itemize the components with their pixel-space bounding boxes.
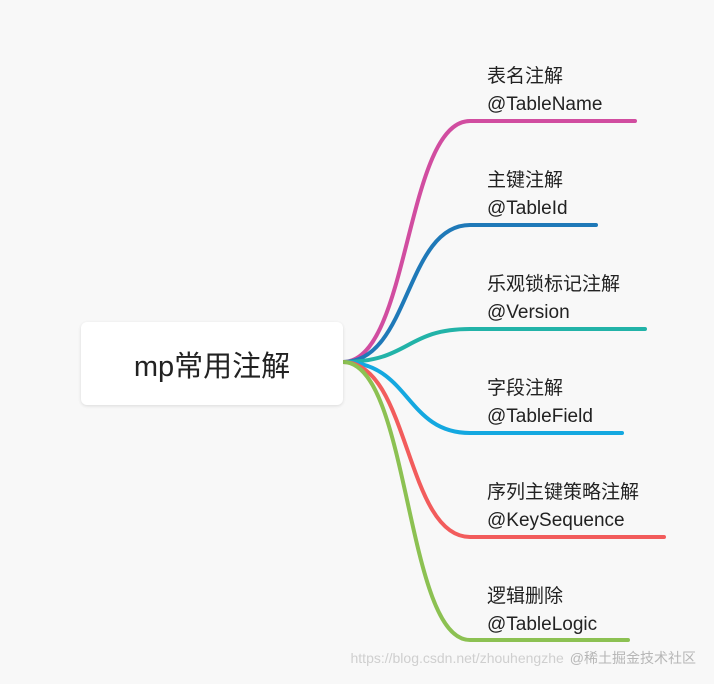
branch-tablename[interactable]: 表名注解 @TableName xyxy=(487,63,602,119)
branch-tablelogic[interactable]: 逻辑删除 @TableLogic xyxy=(487,583,597,639)
branch-annotation: @KeySequence xyxy=(487,510,625,531)
branch-version[interactable]: 乐观锁标记注解 @Version xyxy=(487,271,620,327)
edge-tablename xyxy=(341,119,637,364)
branch-title: 逻辑删除 xyxy=(487,586,564,607)
branch-title: 乐观锁标记注解 xyxy=(487,274,621,295)
branch-annotation: @TableField xyxy=(487,406,593,427)
branch-title: 表名注解 xyxy=(487,66,564,87)
edge-version xyxy=(341,327,647,364)
branch-keysequence[interactable]: 序列主键策略注解 @KeySequence xyxy=(487,479,639,535)
branch-title: 序列主键策略注解 xyxy=(487,482,640,503)
root-label: mp常用注解 xyxy=(133,350,291,383)
branch-tablefield[interactable]: 字段注解 @TableField xyxy=(487,375,593,431)
edge-tablelogic xyxy=(341,360,630,642)
root-node[interactable]: mp常用注解 xyxy=(81,322,343,405)
edge-tablefield xyxy=(341,360,624,435)
watermark: https://blog.csdn.net/zhouhengzhe @稀土掘金技术… xyxy=(351,648,697,668)
branch-annotation: @Version xyxy=(487,302,570,323)
watermark-site: https://blog.csdn.net/zhouhengzhe xyxy=(350,650,564,666)
branch-annotation: @TableName xyxy=(487,94,603,115)
edge-keysequence xyxy=(341,360,666,539)
branch-annotation: @TableId xyxy=(487,198,568,219)
watermark-text: @稀土掘金技术社区 xyxy=(569,650,696,666)
branch-title: 主键注解 xyxy=(487,170,564,191)
branch-tableid[interactable]: 主键注解 @TableId xyxy=(487,167,568,223)
branch-title: 字段注解 xyxy=(487,378,564,399)
branch-annotation: @TableLogic xyxy=(487,614,598,635)
edge-tableid xyxy=(341,223,598,364)
